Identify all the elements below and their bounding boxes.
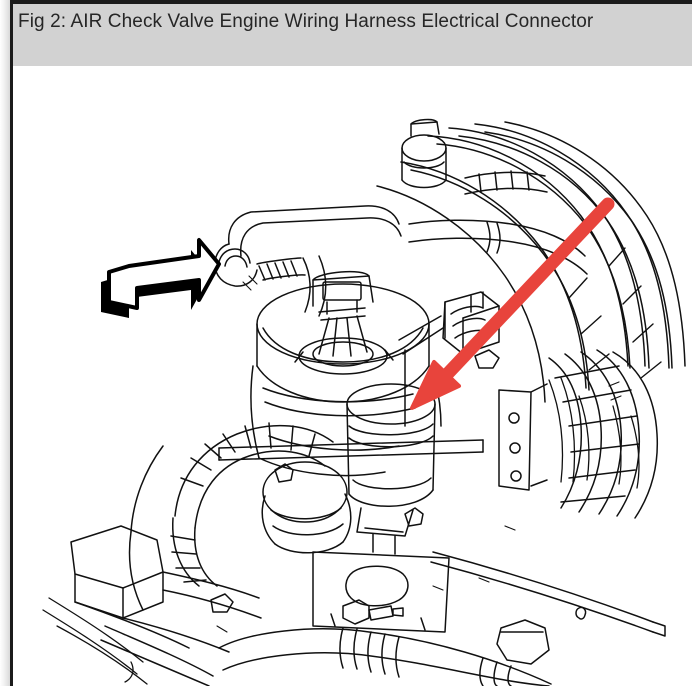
small-ring-mark — [575, 606, 587, 620]
horizontal-rail — [218, 439, 484, 461]
upper-crossover-tube — [214, 205, 402, 287]
octagon-plate — [496, 619, 550, 665]
lower-left-pipes — [70, 525, 262, 686]
air-pump-canister — [346, 383, 436, 555]
right-bolt-bracket — [498, 383, 548, 491]
connector-leader-lines — [398, 315, 444, 427]
air-check-valve-top — [256, 270, 430, 403]
left-gutter — [0, 0, 10, 686]
engine-line-art — [42, 118, 686, 686]
red-pointer-arrow — [410, 197, 615, 410]
detail-hatching — [216, 275, 622, 633]
mid-bellows-hose — [261, 461, 352, 554]
top-frame-rule — [10, 0, 692, 4]
bottom-bellows-pipe — [218, 627, 552, 686]
long-diagonal-rod — [430, 551, 666, 637]
figure-image-area — [13, 66, 692, 686]
engine-diagram — [13, 66, 692, 686]
figure-caption: Fig 2: AIR Check Valve Engine Wiring Har… — [18, 11, 594, 32]
black-block-arrow — [101, 238, 221, 318]
left-shroud-edge — [128, 445, 164, 611]
small-fittings — [210, 349, 500, 613]
right-hose-bundle — [548, 349, 659, 519]
top-right-duct — [464, 170, 548, 195]
upper-right-canister — [401, 118, 447, 189]
wiring-harness-strands — [548, 377, 640, 489]
lower-stud-bolt — [342, 599, 404, 625]
left-intake-hose — [170, 422, 334, 587]
figure-caption-band: Fig 2: AIR Check Valve Engine Wiring Har… — [13, 4, 692, 66]
left-lower-cables — [42, 597, 148, 685]
left-frame-rule — [10, 0, 13, 686]
center-lower-bracket — [312, 551, 450, 633]
